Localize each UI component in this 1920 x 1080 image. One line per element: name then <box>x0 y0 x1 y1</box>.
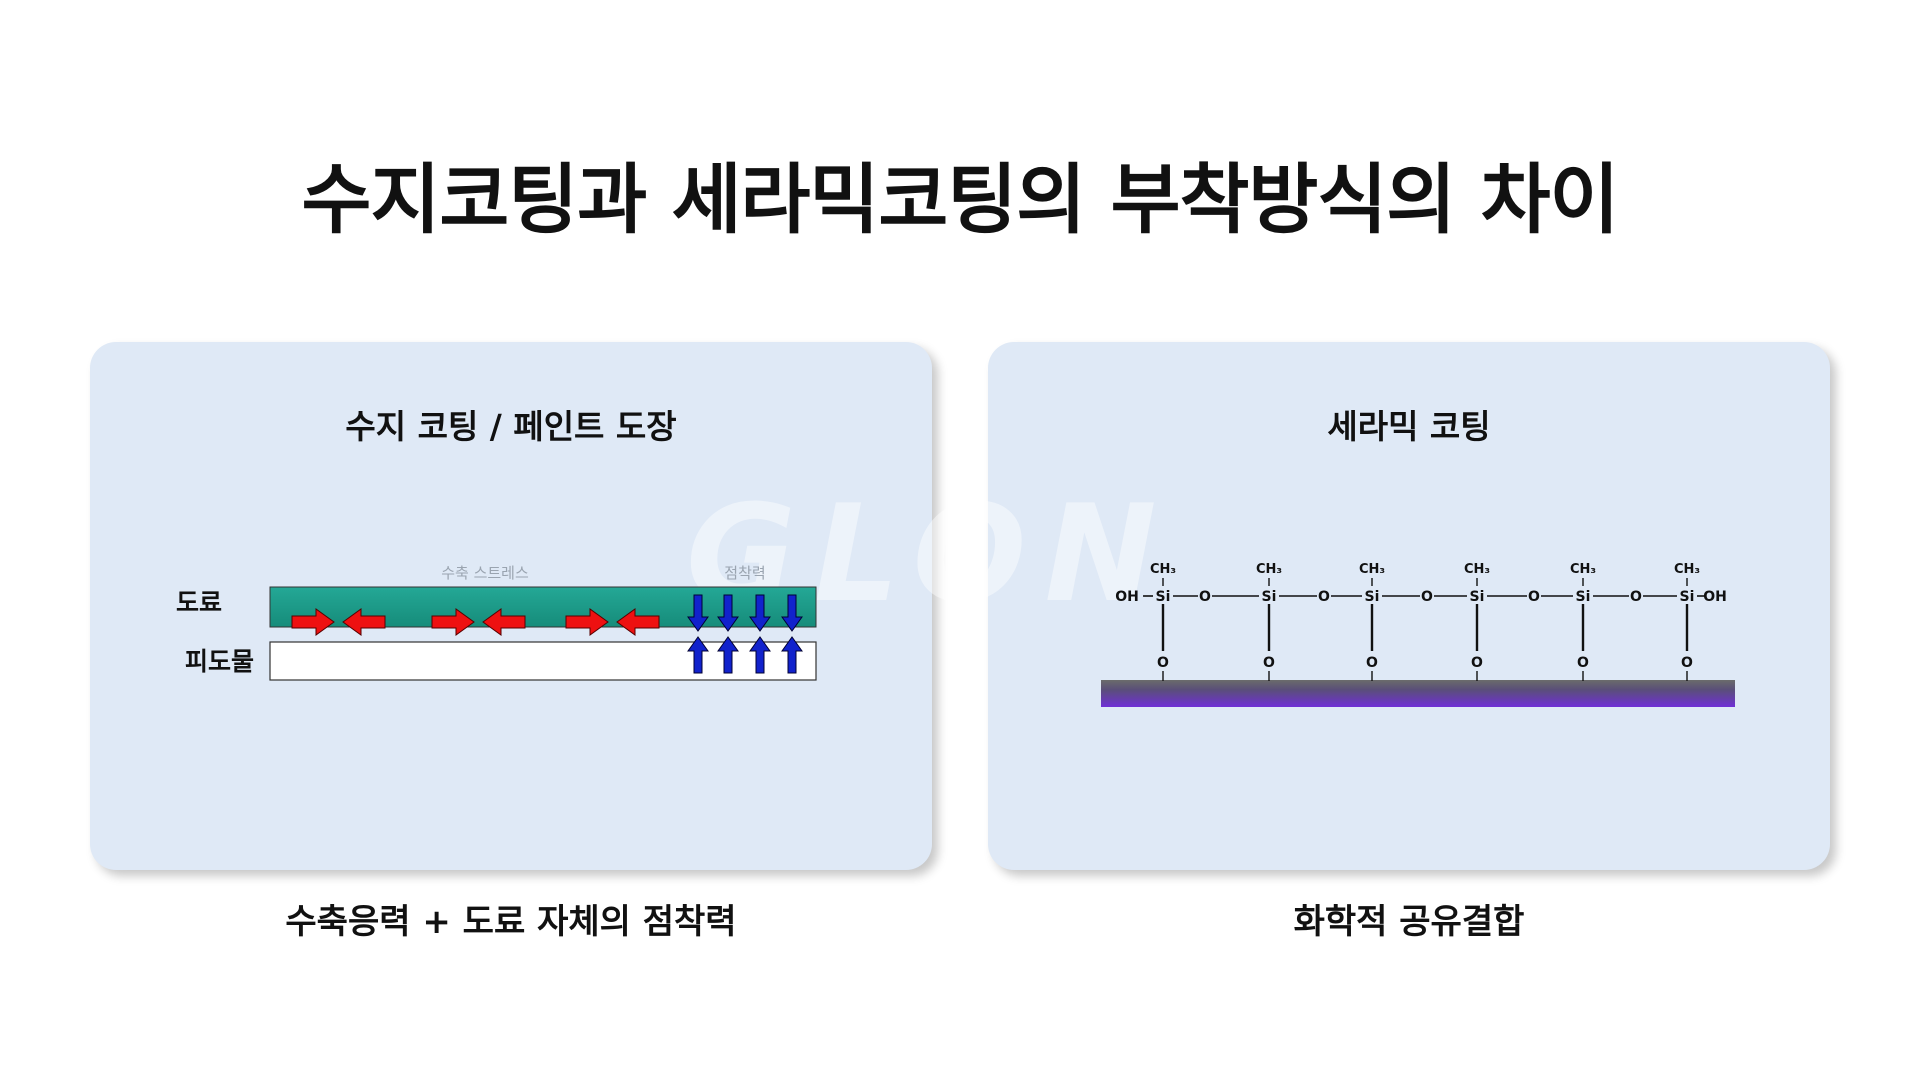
methyl-group: CH₃ <box>1150 562 1176 577</box>
silicon-atom: Si <box>1365 589 1380 605</box>
oxygen-atom: O <box>1318 589 1330 605</box>
silicon-atom: Si <box>1156 589 1171 605</box>
ceramic-coating-diagram: OH OH Si CH₃ O Si CH₃ O Si CH₃ O Si CH₃ O Si CH₃ O Si CH₃ O… <box>1101 562 1735 707</box>
shrink-arrow-left-icon <box>342 608 386 636</box>
ceramic-substrate <box>1101 680 1735 707</box>
adhesion-arrow-down-icon <box>781 594 803 632</box>
shrink-arrow-left-icon <box>482 608 526 636</box>
adhesion-arrow-up-icon <box>749 636 771 674</box>
adhesion-arrow-up-icon <box>687 636 709 674</box>
adhesion-arrow-up-icon <box>717 636 739 674</box>
paint-label: 도료 <box>176 588 222 617</box>
terminal-oh-left: OH <box>1115 589 1139 605</box>
adhesion-arrow-down-icon <box>717 594 739 632</box>
oxygen-atom: O <box>1471 655 1483 671</box>
ceramic-caption: 화학적 공유결합 <box>1293 902 1525 942</box>
oxygen-atom: O <box>1421 589 1433 605</box>
resin-coating-diagram: 수축 스트레스 점착력 도료 피도물 <box>176 564 817 681</box>
oxygen-atom: O <box>1630 589 1642 605</box>
resin-coating-title: 수지 코팅 / 페인트 도장 <box>345 407 677 446</box>
methyl-group: CH₃ <box>1570 562 1596 577</box>
page-title: 수지코팅과 세라믹코팅의 부착방식의 차이 <box>301 155 1620 244</box>
silicon-atom: Si <box>1576 589 1591 605</box>
silicon-atom: Si <box>1470 589 1485 605</box>
silicon-atom: Si <box>1262 589 1277 605</box>
oxygen-atom: O <box>1263 655 1275 671</box>
methyl-group: CH₃ <box>1359 562 1385 577</box>
oxygen-atom: O <box>1577 655 1589 671</box>
oxygen-atom: O <box>1157 655 1169 671</box>
oxygen-atom: O <box>1199 589 1211 605</box>
methyl-group: CH₃ <box>1674 562 1700 577</box>
ceramic-coating-title: 세라믹 코팅 <box>1327 407 1491 446</box>
adhesion-arrow-up-icon <box>781 636 803 674</box>
shrink-arrow-right-icon <box>291 608 335 636</box>
shrink-arrow-left-icon <box>616 608 660 636</box>
terminal-oh-right: OH <box>1703 589 1727 605</box>
methyl-group: CH₃ <box>1464 562 1490 577</box>
silicon-atom: Si <box>1680 589 1695 605</box>
ceramic-coating-panel: 세라믹 코팅 <box>988 342 1830 870</box>
oxygen-atom: O <box>1366 655 1378 671</box>
oxygen-atom: O <box>1681 655 1693 671</box>
adhesion-arrow-down-icon <box>687 594 709 632</box>
substrate-label: 피도물 <box>185 647 254 676</box>
oxygen-atom: O <box>1528 589 1540 605</box>
adhesion-label: 점착력 <box>724 564 765 582</box>
shrink-arrow-right-icon <box>431 608 475 636</box>
shrink-stress-label: 수축 스트레스 <box>441 564 529 582</box>
adhesion-arrow-down-icon <box>749 594 771 632</box>
shrink-arrow-right-icon <box>565 608 609 636</box>
resin-caption: 수축응력 + 도료 자체의 점착력 <box>285 902 737 942</box>
methyl-group: CH₃ <box>1256 562 1282 577</box>
